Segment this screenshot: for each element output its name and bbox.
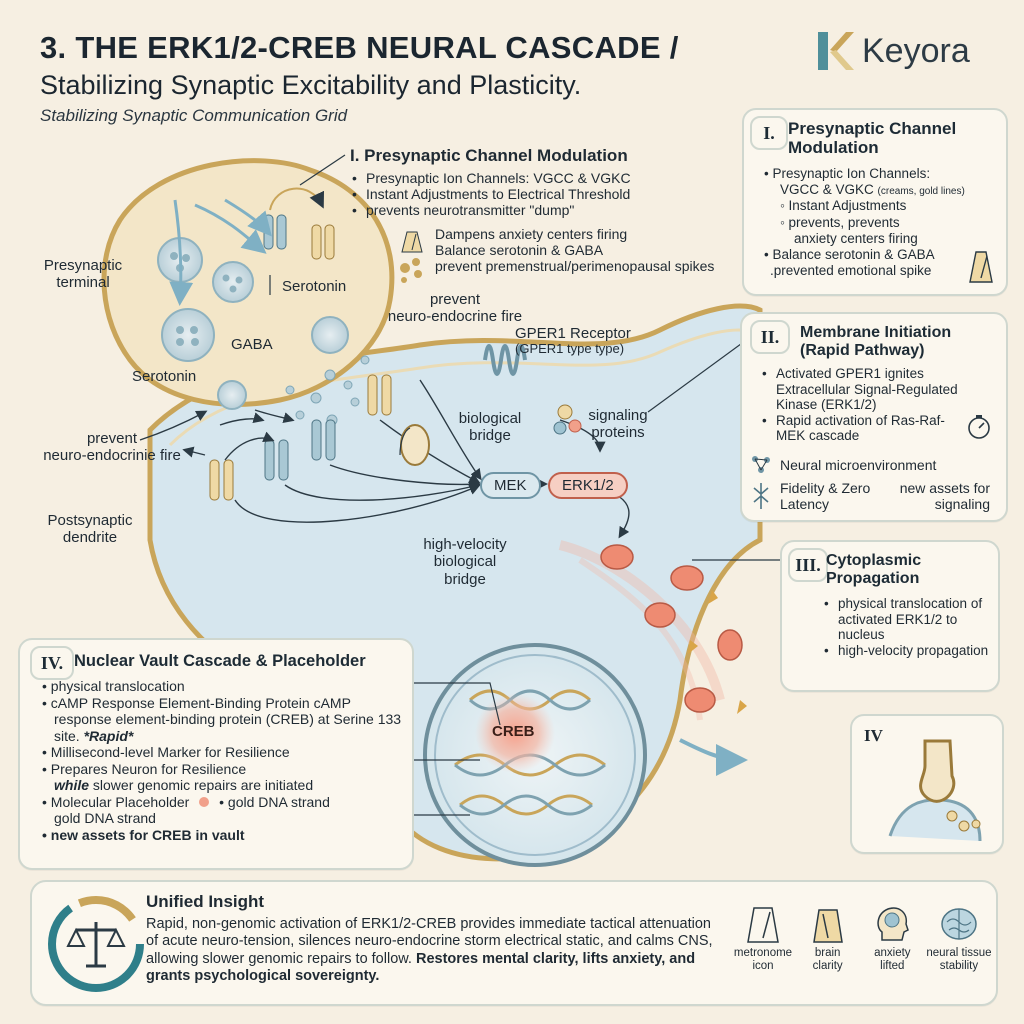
center-bullet-1: Presynaptic Ion Channels: VGCC & VGKC: [350, 170, 730, 186]
gper1-title: GPER1 Receptor: [515, 325, 631, 342]
head-icon: [877, 907, 910, 941]
panel-iv-illustration: IV: [850, 714, 1004, 854]
label-creb: CREB: [492, 723, 535, 740]
center-note-1: Dampens anxiety centers firing: [435, 226, 628, 243]
page-subtitle: Stabilizing Synaptic Communication Grid: [40, 106, 348, 125]
label-prevent-left: prevent neuro-endocrinie fire: [43, 430, 181, 465]
brain-icon: [812, 909, 843, 943]
balance-scale-icon: [48, 896, 144, 992]
panel-1-item-7: .prevented emotional spike: [770, 263, 932, 279]
metronome-icon: [747, 907, 779, 943]
brand-name: Keyora: [862, 31, 970, 70]
panel-2-row-2-text: Fidelity & Zero Latency: [780, 480, 871, 513]
label-serotonin-top: Serotonin: [282, 278, 347, 295]
metronome-small-icon: [401, 231, 423, 253]
panel-2-item-2: Rapid activation of Ras-Raf-MEK cascade: [760, 413, 970, 444]
panel-3-title: Cytoplasmic Propagation: [826, 552, 922, 588]
panel-2-row-1-text: Neural microenvironment: [780, 457, 937, 473]
center-bullet-2: Instant Adjustments to Electrical Thresh…: [350, 186, 730, 202]
molecule-small-icon: [400, 258, 422, 283]
panel-1-item-6: • Balance serotonin & GABA: [764, 246, 935, 262]
panel-1-badge: I.: [750, 116, 788, 150]
panel-4-item-6: gold DNA strand: [54, 810, 156, 827]
panel-1-item-1: • Presynaptic Ion Channels:: [764, 166, 931, 181]
label-gper1: GPER1 Receptor (GPER1 type type): [515, 325, 631, 357]
panel-nuclear-vault: IV. Nuclear Vault Cascade & Placeholder …: [18, 638, 414, 870]
center-block-title: I. Presynaptic Channel Modulation: [350, 146, 628, 165]
stopwatch-icon: [968, 415, 990, 439]
title-line-1: 3. THE ERK1/2-CREB NEURAL CASCADE /: [40, 30, 679, 65]
metronome-icon: [969, 251, 993, 283]
panel-4-item-2: • cAMP Response Element-Binding Protein …: [42, 694, 402, 744]
lightning-icon: [753, 483, 769, 510]
unified-insight-panel: Unified Insight Rapid, non-genomic activ…: [30, 880, 998, 1006]
panel-3-item-1: physical translocation of activated ERK1…: [822, 596, 992, 643]
panel-4-title: Nuclear Vault Cascade & Placeholder: [74, 652, 366, 670]
insight-icons: metronome icon brain clarity anxiety lif…: [732, 904, 992, 972]
panel-4-item-1: • physical translocation: [42, 678, 185, 694]
panel-iv-small-label: IV: [864, 726, 883, 745]
gper1-sub: (GPER1 type type): [515, 341, 625, 357]
nucleus: [423, 643, 647, 867]
panel-2-extra: new assets for signaling: [899, 480, 990, 513]
panel-4-item-3: • Millisecond-level Marker for Resilienc…: [42, 744, 290, 761]
panel-1-item-4: ◦ prevents, prevents: [780, 214, 900, 230]
center-note-2: Balance serotonin & GABA: [435, 242, 604, 259]
panel-4-item-7: • new assets for CREB in vault: [42, 826, 245, 843]
label-prevent-top: prevent neuro-endocrine fire: [387, 291, 523, 326]
erk-pill: ERK1/2: [548, 472, 628, 499]
network-icon: [752, 456, 770, 473]
panel-4-badge: IV.: [30, 646, 74, 680]
mek-pill: MEK: [480, 472, 541, 499]
panel-3-item-2: high-velocity propagation: [822, 643, 992, 659]
postsynaptic-channels: [209, 374, 392, 501]
panel-cytoplasmic-propagation: III. Cytoplasmic Propagation physical tr…: [780, 540, 1000, 692]
panel-2-item-1: Activated GPER1 ignites Extracellular Si…: [760, 366, 970, 413]
insight-body: Rapid, non-genomic activation of ERK1/2-…: [146, 916, 713, 985]
panel-2-badge: II.: [750, 320, 790, 354]
label-signaling-proteins: signaling proteins: [588, 407, 648, 442]
brand-logo: Keyora: [812, 28, 970, 74]
title-line-2: Stabilizing Synaptic Excitability and Pl…: [40, 70, 582, 100]
insight-icon-brain: brain clarity: [797, 904, 859, 972]
biological-bridge-shape: [400, 424, 430, 466]
insight-icon-head: anxiety lifted: [861, 904, 923, 972]
label-postsynaptic: Postsynaptic dendrite: [47, 512, 133, 547]
keyora-logo-icon: [818, 32, 854, 70]
neural-tissue-icon: [941, 908, 977, 940]
panel-4-item-5: • Molecular Placeholder • gold DNA stran…: [42, 793, 330, 810]
center-bullet-3: prevents neurotransmitter "dump": [350, 202, 730, 218]
label-gaba: GABA: [231, 336, 273, 353]
label-high-velocity: high-velocity biological bridge: [423, 536, 507, 588]
label-serotonin-left: Serotonin: [132, 368, 197, 385]
insight-icon-metronome: metronome icon: [732, 904, 794, 972]
label-biological-bridge: biological bridge: [458, 410, 522, 445]
label-presynaptic-terminal: Presynaptic terminal: [43, 257, 123, 292]
panel-1-item-2: VGCC & VGKC (creams, gold lines): [780, 182, 965, 198]
center-note-3: prevent premenstrual/perimenopausal spik…: [435, 258, 715, 275]
panel-membrane-initiation: II. Membrane Initiation (Rapid Pathway) …: [740, 312, 1008, 522]
erk-translocation: [558, 540, 748, 776]
panel-3-badge: III.: [788, 548, 828, 582]
center-presynaptic-block: I. Presynaptic Channel Modulation Presyn…: [350, 146, 730, 275]
gper1-receptor: [483, 344, 527, 376]
panel-1-item-5: anxiety centers firing: [794, 230, 918, 246]
panel-2-icon-row-2: Fidelity & Zero Latency: [750, 480, 872, 512]
panel-1-title: Presynaptic Channel Modulation: [788, 119, 957, 157]
insight-title: Unified Insight: [146, 892, 265, 911]
panel-2-title: Membrane Initiation (Rapid Pathway): [800, 324, 952, 360]
panel-presynaptic-modulation: I. Presynaptic Channel Modulation • Pres…: [742, 108, 1008, 296]
insight-icon-neural-tissue: neural tissue stability: [926, 904, 992, 972]
page-title: 3. THE ERK1/2-CREB NEURAL CASCADE / Stab…: [40, 30, 800, 101]
synapse-mini-icon: [888, 739, 982, 842]
panel-2-icon-row-1: Neural microenvironment: [750, 454, 936, 476]
panel-1-item-3: ◦ Instant Adjustments: [780, 198, 907, 214]
